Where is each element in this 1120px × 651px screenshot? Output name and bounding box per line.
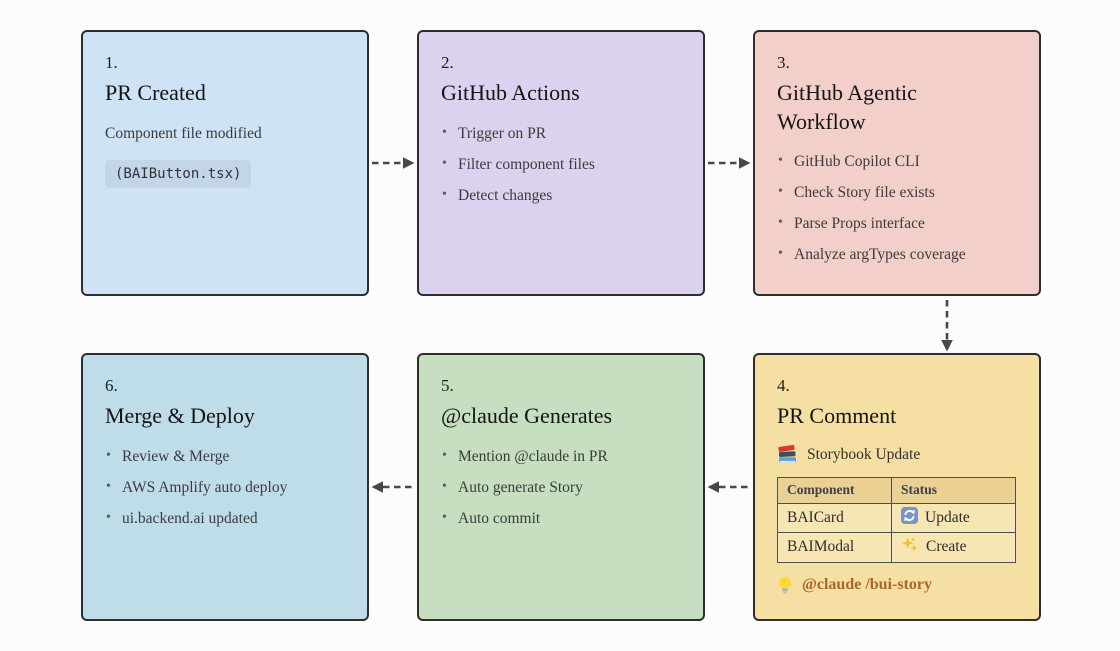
update-icon	[901, 506, 918, 529]
code-chip: (BAIButton.tsx)	[105, 159, 252, 188]
status-cell: Create	[891, 531, 1016, 563]
bullet-item: Analyze argTypes coverage	[777, 246, 1017, 263]
component-status-table: Component Status BAICard	[777, 476, 1016, 563]
step-title: PR Comment	[777, 403, 897, 428]
table-row: BAICard	[777, 502, 1016, 533]
bullet-item: Parse Props interface	[777, 215, 1017, 232]
table-row: BAIModal Create	[777, 531, 1016, 563]
bullet-item: ui.backend.ai updated	[105, 510, 345, 527]
step-6-merge-deploy: 6. Merge & Deploy Review & Merge AWS Amp…	[81, 353, 369, 621]
arrow-right-1-to-2	[372, 157, 415, 169]
step-number: 2.	[441, 53, 454, 72]
bullet-item: Mention @claude in PR	[441, 448, 681, 465]
arrow-left-4-to-5	[707, 481, 750, 493]
component-cell: BAIModal	[777, 531, 892, 563]
column-header: Status	[891, 476, 1016, 504]
arrow-left-5-to-6	[371, 481, 414, 493]
arrow-right-2-to-3	[708, 157, 751, 169]
column-header: Component	[777, 476, 892, 504]
status-label: Create	[926, 538, 967, 556]
arrow-down-3-to-4	[941, 300, 953, 352]
bullet-item: Check Story file exists	[777, 184, 1017, 201]
step-4-pr-comment: 4. PR Comment Storybook Update Component…	[753, 353, 1041, 621]
step-3-github-agentic-workflow: 3. GitHub Agentic Workflow GitHub Copilo…	[753, 30, 1041, 296]
lightbulb-icon	[777, 576, 793, 595]
bullet-list: Mention @claude in PR Auto generate Stor…	[441, 448, 681, 527]
bullet-list: GitHub Copilot CLI Check Story file exis…	[777, 153, 1017, 263]
bullet-item: Auto commit	[441, 510, 681, 527]
step-title: GitHub Actions	[441, 80, 580, 105]
create-icon	[901, 536, 919, 559]
bullet-item: Filter component files	[441, 156, 681, 173]
bullet-item: Detect changes	[441, 187, 681, 204]
step-description: Component file modified	[105, 124, 262, 142]
step-number: 6.	[105, 376, 118, 395]
step-number: 5.	[441, 376, 454, 395]
step-1-pr-created: 1. PR Created Component file modified (B…	[81, 30, 369, 296]
step-5-claude-generates: 5. @claude Generates Mention @claude in …	[417, 353, 705, 621]
status-cell: Update	[891, 502, 1016, 533]
bullet-item: Review & Merge	[105, 448, 345, 465]
bullet-item: AWS Amplify auto deploy	[105, 479, 345, 496]
bullet-item: GitHub Copilot CLI	[777, 153, 1017, 170]
claude-command-text: @claude /bui-story	[802, 576, 932, 594]
component-cell: BAICard	[777, 502, 892, 533]
step-title: PR Created	[105, 80, 206, 105]
step-number: 3.	[777, 53, 790, 72]
storybook-update-label: Storybook Update	[807, 445, 921, 463]
bullet-list: Trigger on PR Filter component files Det…	[441, 125, 681, 204]
step-2-github-actions: 2. GitHub Actions Trigger on PR Filter c…	[417, 30, 705, 296]
claude-command-row: @claude /bui-story	[777, 576, 1017, 595]
bullet-item: Auto generate Story	[441, 479, 681, 496]
table-header-row: Component Status	[777, 476, 1016, 504]
step-title: @claude Generates	[441, 403, 613, 428]
storybook-update-row: Storybook Update	[777, 444, 1017, 465]
books-icon	[777, 444, 798, 465]
step-number: 4.	[777, 376, 790, 395]
status-label: Update	[925, 508, 970, 526]
bullet-item: Trigger on PR	[441, 125, 681, 142]
step-number: 1.	[105, 53, 118, 72]
step-title: GitHub Agentic Workflow	[777, 80, 917, 134]
bullet-list: Review & Merge AWS Amplify auto deploy u…	[105, 448, 345, 527]
step-title: Merge & Deploy	[105, 403, 255, 428]
